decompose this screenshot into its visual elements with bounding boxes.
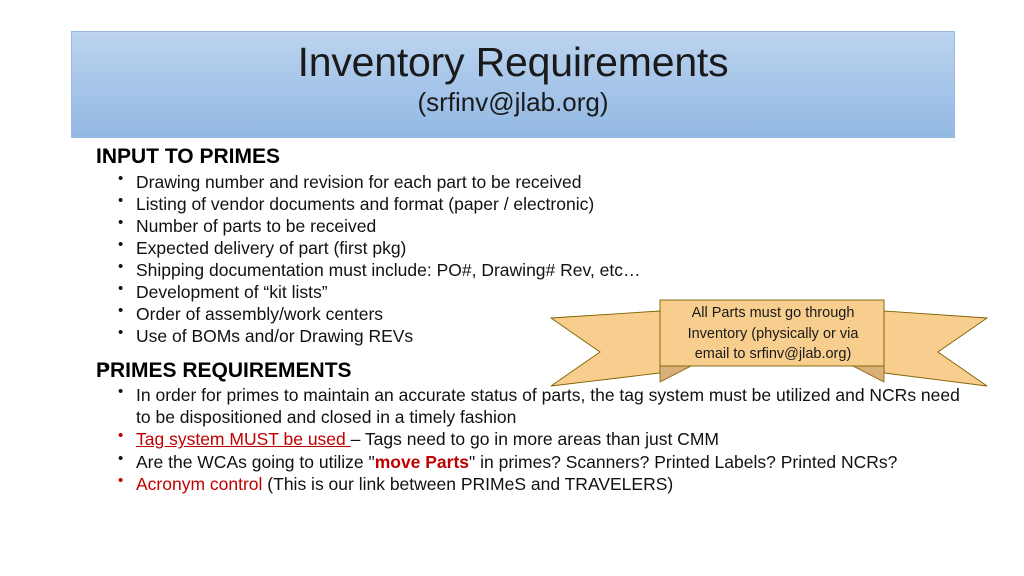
acronym-rest: (This is our link between PRIMeS and TRA… <box>262 473 674 494</box>
tag-system-rest: – Tags need to go in more areas than jus… <box>350 429 719 450</box>
list-item: Use of BOMs and/or Drawing REVs <box>96 324 966 347</box>
list-item: Order of assembly/work centers <box>96 302 966 325</box>
list-item: Shipping documentation must include: PO#… <box>96 258 966 281</box>
wca-emphasis: move Parts <box>374 451 470 472</box>
outline-level-1: INPUT TO PRIMES Drawing number and revis… <box>66 143 966 495</box>
list-item-acronym: Acronym control (This is our link betwee… <box>96 472 966 495</box>
section-heading-input-to-primes: INPUT TO PRIMES <box>96 143 966 170</box>
ribbon-center-panel <box>659 299 885 367</box>
list-item: Listing of vendor documents and format (… <box>96 192 966 215</box>
slide-body: INPUT TO PRIMES Drawing number and revis… <box>66 143 966 496</box>
ribbon-right-tail <box>883 310 989 387</box>
list-item: Expected delivery of part (first pkg) <box>96 236 966 259</box>
page-subtitle: (srfinv@jlab.org) <box>417 87 609 118</box>
outline-level-2-primes: In order for primes to maintain an accur… <box>96 383 966 495</box>
list-item-tag-system: Tag system MUST be used – Tags need to g… <box>96 427 966 450</box>
title-banner: Inventory Requirements (srfinv@jlab.org) <box>71 31 955 138</box>
ribbon-left-tail <box>549 310 661 387</box>
section-heading-primes-requirements: PRIMES REQUIREMENTS <box>96 357 966 384</box>
tag-system-emphasis: Tag system MUST be used <box>136 429 351 450</box>
list-item: In order for primes to maintain an accur… <box>96 383 966 428</box>
ribbon-callout: All Parts must go through Inventory (phy… <box>549 299 989 391</box>
wca-rest: " in primes? Scanners? Printed Labels? P… <box>469 451 898 472</box>
list-item: Number of parts to be received <box>96 214 966 237</box>
list-item-wca: Are the WCAs going to utilize "move Part… <box>96 450 966 473</box>
list-item: Development of “kit lists” <box>96 280 966 303</box>
list-item: Drawing number and revision for each par… <box>96 170 966 193</box>
page-title: Inventory Requirements <box>297 39 729 85</box>
acronym-emphasis: Acronym control <box>136 473 263 494</box>
outline-level-2-input: Drawing number and revision for each par… <box>96 170 966 348</box>
section-primes-requirements: PRIMES REQUIREMENTS In order for primes … <box>66 357 966 495</box>
section-input-to-primes: INPUT TO PRIMES Drawing number and revis… <box>66 143 966 348</box>
wca-prefix: Are the WCAs going to utilize " <box>136 451 375 472</box>
